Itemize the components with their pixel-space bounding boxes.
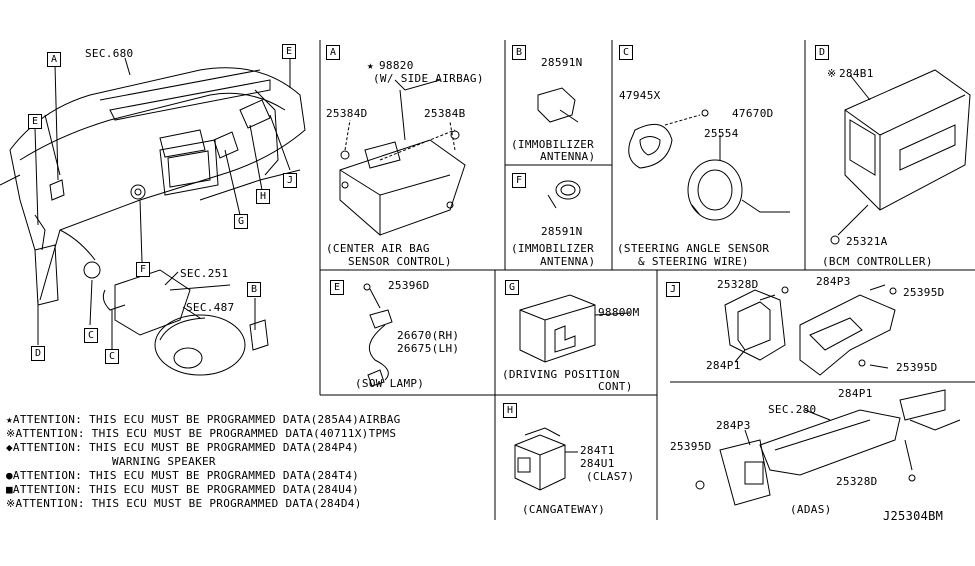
panel-e-part-25396d: 25396D: [388, 279, 430, 292]
sec-251-label: SEC.251: [180, 267, 229, 280]
panel-b-part-28591n: 28591N: [541, 56, 583, 69]
panel-h-part-284t1: 284T1: [580, 444, 615, 457]
panel-b-caption-2: ANTENNA): [540, 150, 596, 163]
adas-part-284p3: 284P3: [716, 419, 751, 432]
panel-j-part-284p3: 284P3: [816, 275, 851, 288]
panel-g-letter: G: [505, 280, 519, 295]
callout-b: B: [247, 282, 261, 297]
panel-f-caption-1: (IMMOBILIZER: [511, 242, 595, 255]
panel-d-mark: ※: [827, 67, 837, 80]
attention-line-284d4: ※ATTENTION: THIS ECU MUST BE PROGRAMMED …: [6, 497, 362, 510]
j-bracket-assembly-drawing: [724, 284, 897, 376]
panel-g-caption-1: (DRIVING POSITION: [502, 368, 620, 381]
diagram-id: J25304BM: [883, 509, 944, 523]
panel-d-caption: (BCM CONTROLLER): [822, 255, 933, 268]
panel-j-part-25395d-top: 25395D: [903, 286, 945, 299]
panel-j-part-284p1: 284P1: [706, 359, 741, 372]
sec-487-label: SEC.487: [186, 301, 235, 314]
panel-j-part-25395d-bottom: 25395D: [896, 361, 938, 374]
adas-part-284p1: 284P1: [838, 387, 873, 400]
panel-a-star-mark: ★: [367, 59, 374, 72]
panel-a-part-98820: 98820: [379, 59, 414, 72]
panel-c-letter: C: [619, 45, 633, 60]
callout-h: H: [256, 189, 270, 204]
panel-j-part-25328d: 25328D: [717, 278, 759, 291]
panel-c-part-25554: 25554: [704, 127, 739, 140]
sec-680-label: SEC.680: [85, 47, 134, 60]
adas-part-25395d: 25395D: [670, 440, 712, 453]
adas-bracket-drawing: [695, 389, 961, 506]
panel-f-part-28591n: 28591N: [541, 225, 583, 238]
panel-g-part-98800m: 98800M: [598, 306, 640, 319]
panel-c-part-47945x: 47945X: [619, 89, 661, 102]
attention-line-284t4: ●ATTENTION: THIS ECU MUST BE PROGRAMMED …: [6, 469, 360, 482]
panel-b-letter: B: [512, 45, 526, 60]
adas-caption: (ADAS): [790, 503, 832, 516]
callout-g: G: [234, 214, 248, 229]
panel-a-caption-2: SENSOR CONTROL): [348, 255, 452, 268]
panel-h-clas7: (CLAS7): [586, 470, 635, 483]
panel-e-caption: (SOW LAMP): [355, 377, 425, 390]
callout-c-1: C: [84, 328, 98, 343]
panel-c-part-47670d: 47670D: [732, 107, 774, 120]
adas-part-25328d: 25328D: [836, 475, 878, 488]
panel-e-letter: E: [330, 280, 344, 295]
callout-j: J: [283, 173, 297, 188]
callout-d: D: [31, 346, 45, 361]
steering-angle-sensor-drawing: [628, 109, 790, 221]
panel-a-part-25384d: 25384D: [326, 107, 368, 120]
driving-position-module-drawing: [519, 294, 631, 363]
callout-e-right: E: [282, 44, 296, 59]
attention-line-airbag: ★ATTENTION: THIS ECU MUST BE PROGRAMMED …: [6, 413, 401, 426]
callout-a: A: [47, 52, 61, 67]
sow-lamp-drawing: [363, 283, 393, 387]
panel-c-caption-2: & STEERING WIRE): [638, 255, 749, 268]
panel-c-caption-1: (STEERING ANGLE SENSOR: [617, 242, 770, 255]
panel-d-part-25321a: 25321A: [846, 235, 888, 248]
attention-line-284u4: ■ATTENTION: THIS ECU MUST BE PROGRAMMED …: [6, 483, 360, 496]
panel-f-letter: F: [512, 173, 526, 188]
panel-g-caption-2: CONT): [598, 380, 633, 393]
panel-f-caption-2: ANTENNA): [540, 255, 596, 268]
airbag-sensor-drawing: [339, 79, 466, 236]
adas-sec-280: SEC.280: [768, 403, 817, 416]
callout-c-2: C: [105, 349, 119, 364]
attention-line-tpms: ※ATTENTION: THIS ECU MUST BE PROGRAMMED …: [6, 427, 397, 440]
panel-h-part-284u1: 284U1: [580, 457, 615, 470]
dashboard-drawing: [0, 55, 306, 376]
callout-e-left: E: [28, 114, 42, 129]
panel-a-caption-1: (CENTER AIR BAG: [326, 242, 430, 255]
can-gateway-drawing: [514, 427, 578, 491]
bcm-controller-drawing: [830, 69, 971, 245]
panel-a-part-25384b: 25384B: [424, 107, 466, 120]
panel-a-letter: A: [326, 45, 340, 60]
panel-grid-lines: [319, 40, 975, 520]
panel-e-part-26675: 26675(LH): [397, 342, 460, 355]
panel-h-letter: H: [503, 403, 517, 418]
panel-e-part-26670: 26670(RH): [397, 329, 460, 342]
immobilizer-antenna-drawing: [537, 87, 581, 209]
panel-h-caption: (CANGATEWAY): [522, 503, 606, 516]
panel-b-caption-1: (IMMOBILIZER: [511, 138, 595, 151]
panel-d-letter: D: [815, 45, 829, 60]
panel-d-part-284b1: 284B1: [839, 67, 874, 80]
panel-a-side-airbag-note: (W/ SIDE AIRBAG): [373, 72, 484, 85]
panel-j-letter: J: [666, 282, 680, 297]
callout-f: F: [136, 262, 150, 277]
attention-line-284p4: ◆ATTENTION: THIS ECU MUST BE PROGRAMMED …: [6, 441, 360, 454]
attention-line-warning-speaker: WARNING SPEAKER: [112, 455, 216, 468]
